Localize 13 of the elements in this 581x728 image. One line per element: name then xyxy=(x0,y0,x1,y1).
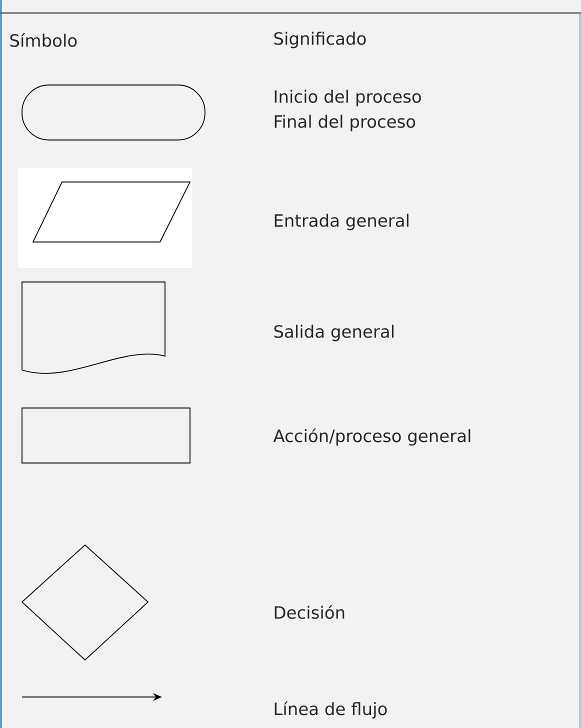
meaning-text: Final del proceso xyxy=(274,114,416,132)
meaning-text: Inicio del proceso xyxy=(274,90,421,106)
document-symbol xyxy=(22,282,166,374)
input-symbol xyxy=(18,168,192,268)
column-header: Significado xyxy=(274,32,366,48)
meaning-text: Entrada general xyxy=(274,214,408,230)
terminal-symbol xyxy=(22,84,206,140)
meaning-text: Decisión xyxy=(274,605,344,619)
meaning-text: Línea de flujo xyxy=(274,701,387,719)
column-header: Símbolo xyxy=(10,33,77,47)
process-symbol xyxy=(22,408,190,464)
meaning-text: Acción/proceso general xyxy=(273,428,470,446)
meaning-text: Salida general xyxy=(274,324,394,342)
